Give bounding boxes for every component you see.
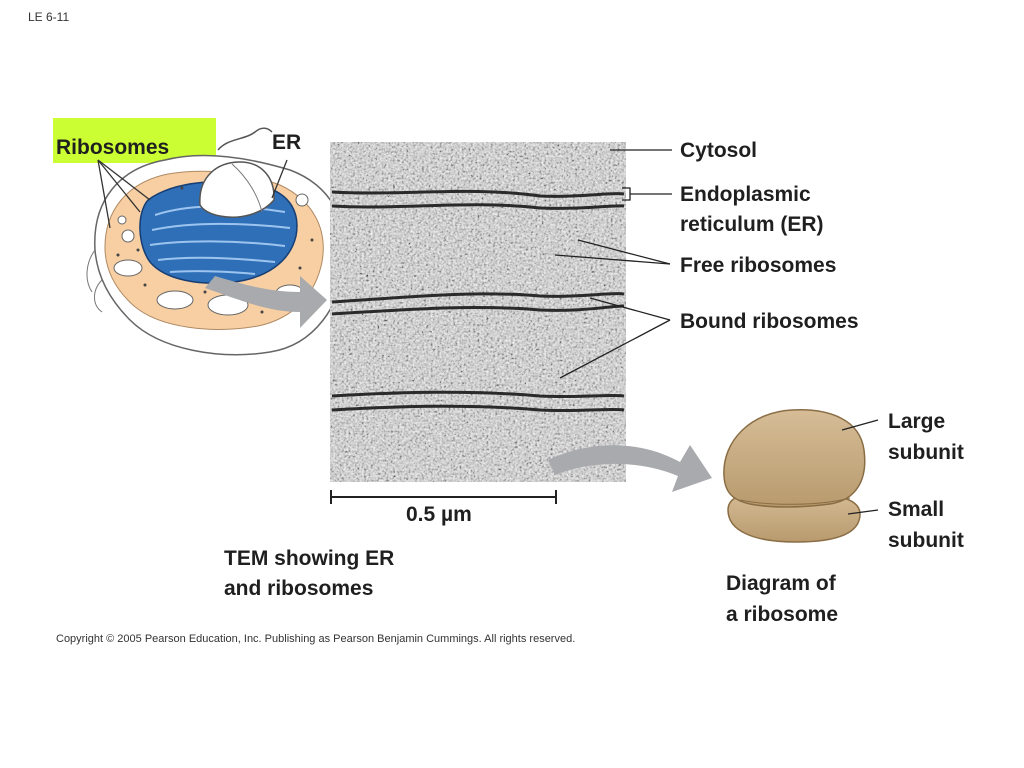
arrow-cell-to-tem bbox=[205, 276, 327, 328]
nucleus-icon bbox=[199, 161, 275, 218]
large-subunit-shape bbox=[723, 409, 866, 508]
bound-ribosomes-label: Bound ribosomes bbox=[680, 310, 859, 333]
small-subunit-label-1: Small bbox=[888, 498, 945, 521]
diagram-caption-line-1: Diagram of bbox=[726, 572, 836, 595]
slide-id: LE 6-11 bbox=[28, 10, 70, 24]
tem-micrograph bbox=[330, 142, 626, 482]
reticulum-label: reticulum (ER) bbox=[680, 213, 824, 236]
ribosome-diagram bbox=[723, 409, 866, 543]
large-subunit-label-2: subunit bbox=[888, 441, 964, 464]
er-pointer bbox=[271, 159, 288, 199]
er-label: ER bbox=[272, 131, 302, 154]
tem-caption-line-2: and ribosomes bbox=[224, 577, 374, 600]
ribosomes-label: Ribosomes bbox=[56, 136, 170, 159]
endoplasmic-label: Endoplasmic bbox=[680, 183, 811, 206]
scale-bar bbox=[330, 490, 557, 504]
ribosomes-pointers bbox=[97, 159, 151, 229]
ribosome-pointers bbox=[841, 419, 879, 515]
small-subunit-label-2: subunit bbox=[888, 529, 964, 552]
cytosol-label: Cytosol bbox=[680, 139, 758, 162]
free-ribosomes-label: Free ribosomes bbox=[680, 254, 837, 277]
diagram-caption-line-2: a ribosome bbox=[726, 603, 839, 626]
tem-pointers bbox=[554, 149, 672, 379]
arrow-tem-to-ribosome bbox=[548, 445, 712, 492]
scale-bar-label: 0.5 µm bbox=[406, 503, 472, 526]
large-subunit-label-1: Large bbox=[888, 410, 946, 433]
copyright-notice: Copyright © 2005 Pearson Education, Inc.… bbox=[56, 633, 576, 645]
tem-caption-line-1: TEM showing ER bbox=[224, 547, 395, 570]
